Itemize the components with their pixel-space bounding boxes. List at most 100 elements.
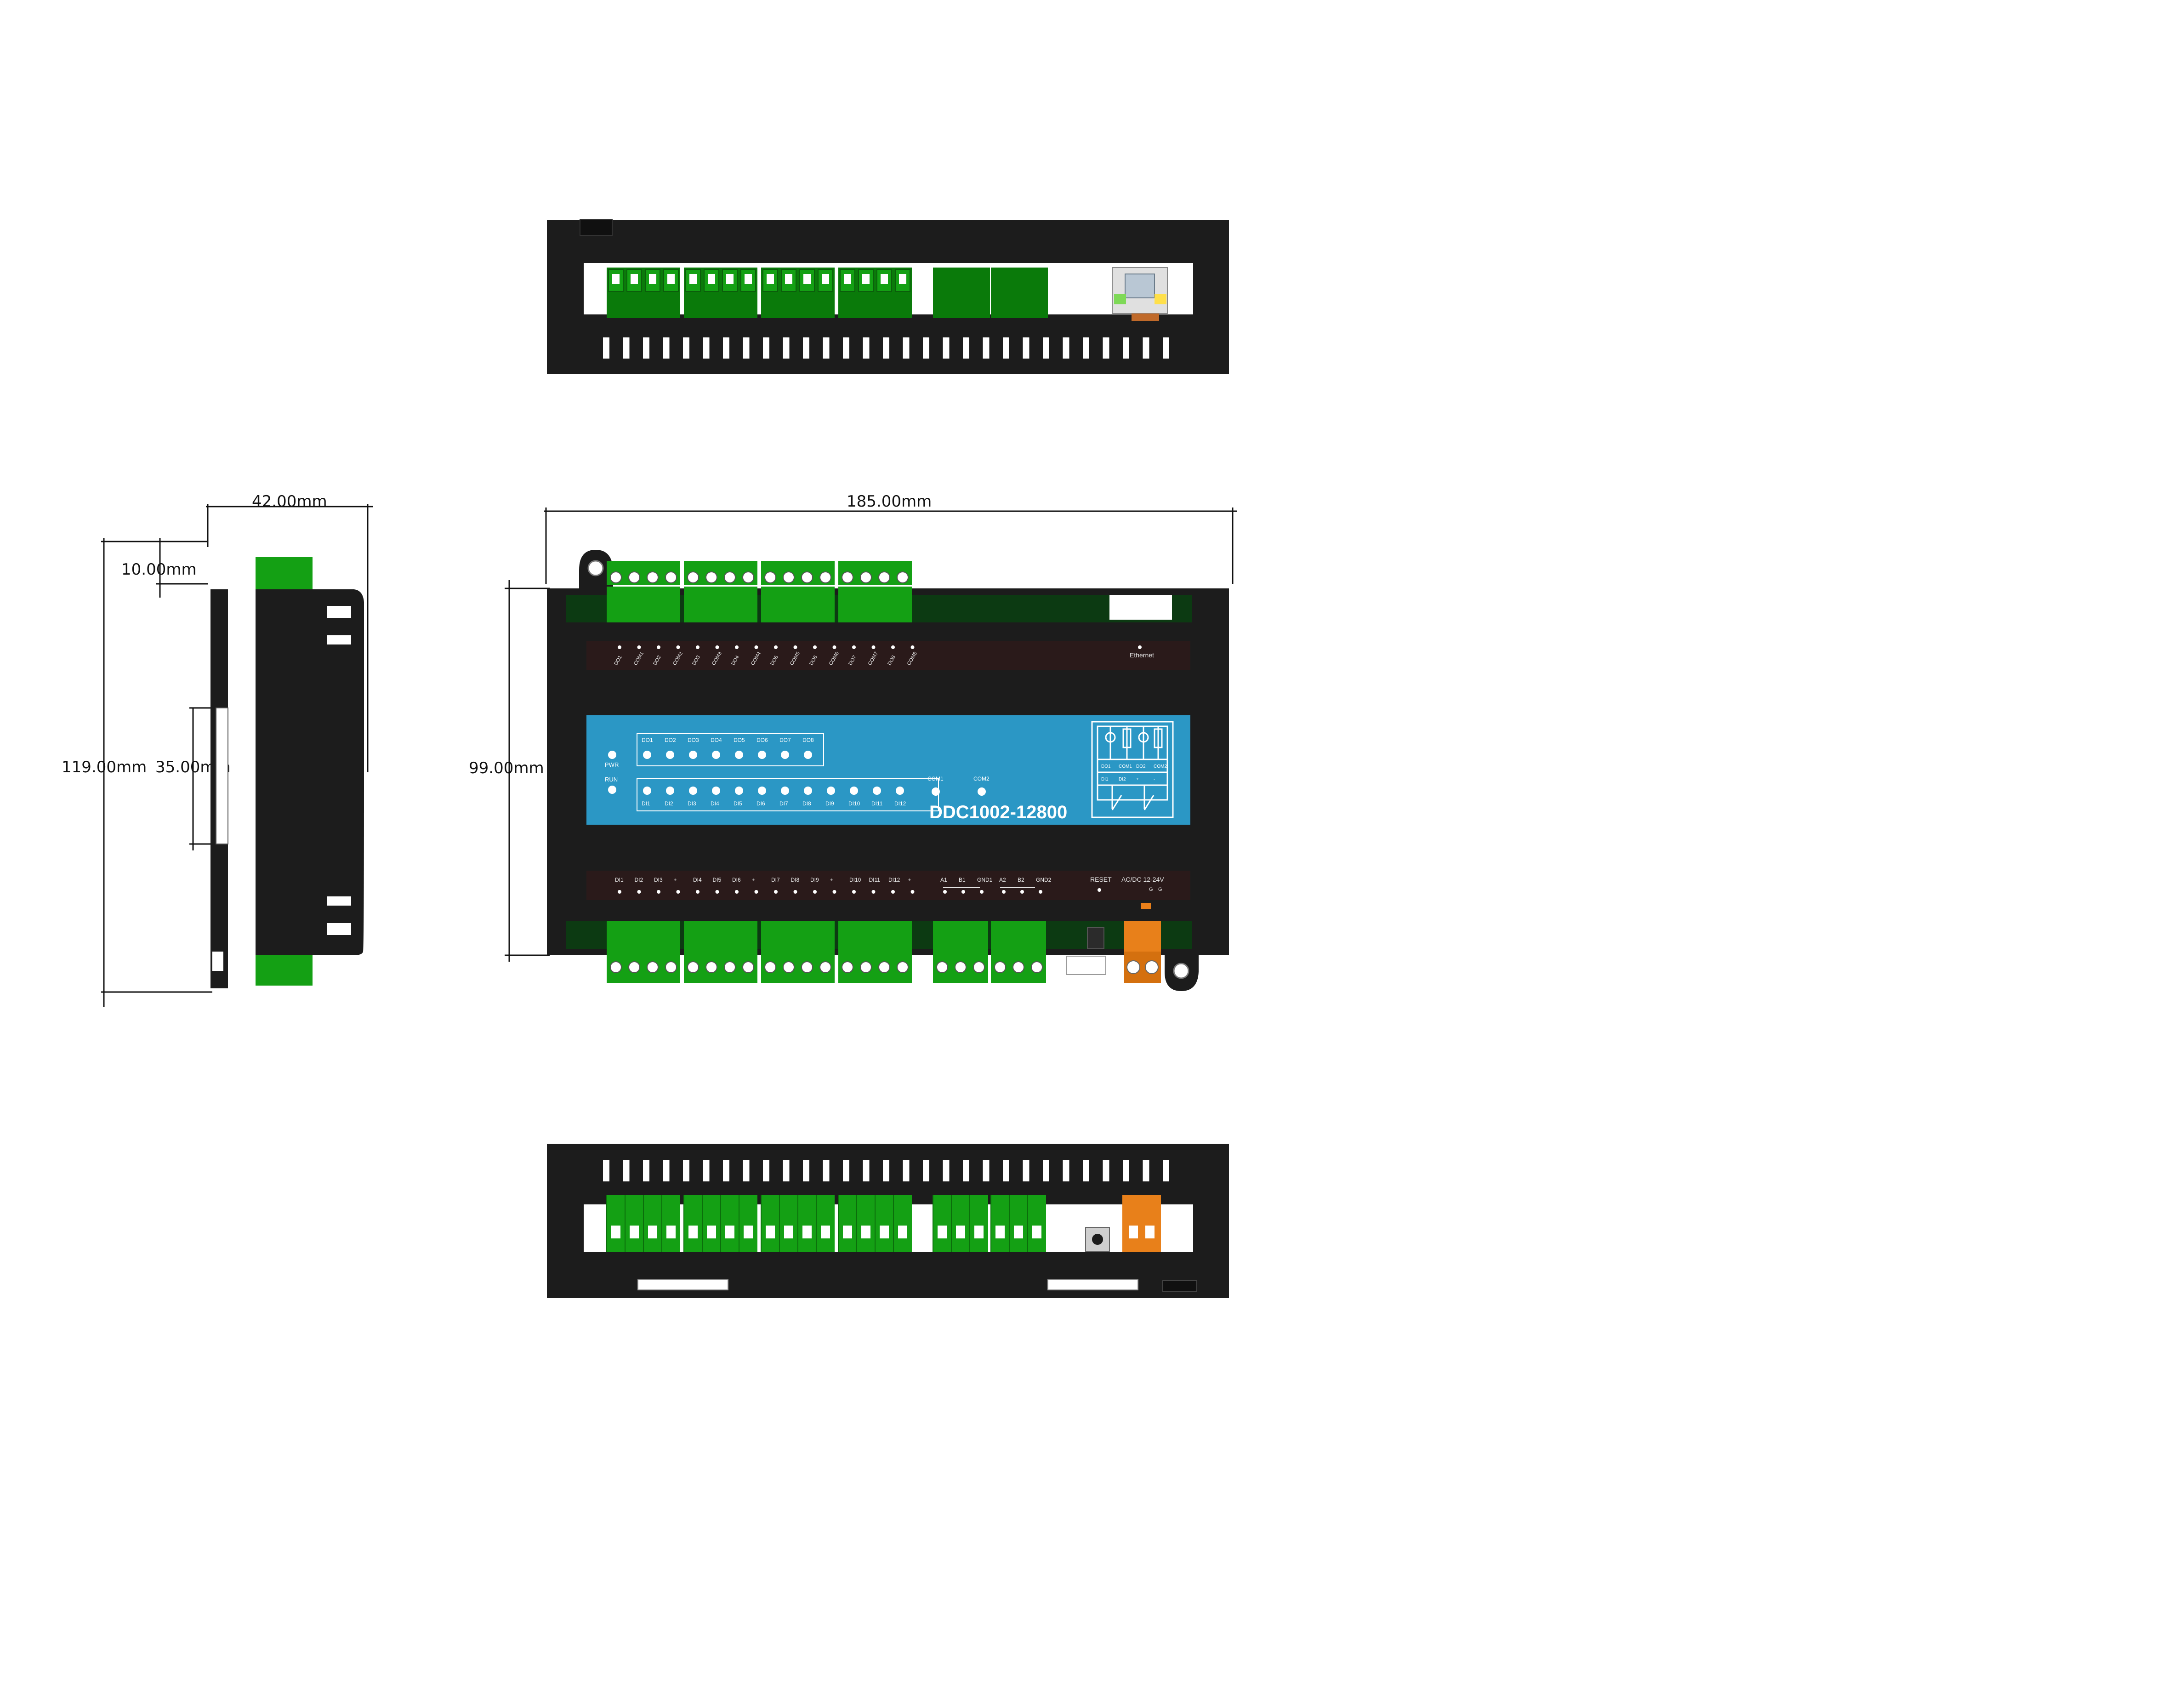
terminal-indicator-dot [696,645,700,649]
bottom-terminal-label: DI2 [635,877,643,883]
terminal-screw[interactable] [665,961,677,973]
terminal-indicator-dot [774,890,778,894]
di-led-label: DI7 [779,800,788,807]
terminal-screw[interactable] [878,571,890,583]
terminal-screw[interactable] [665,571,677,583]
top-view-terminal-socket [689,274,697,284]
terminal-screw[interactable] [819,961,831,973]
vent-slot [1043,1160,1049,1181]
terminal-indicator-dot [943,890,947,894]
lower-bracket-clip [1066,956,1106,975]
bottom-view-reset-button[interactable] [1085,1227,1110,1252]
top-view [547,219,1229,374]
di-led-label: DI5 [734,800,742,807]
vent-slot [943,1160,950,1181]
terminal-screw[interactable] [783,961,795,973]
top-view-terminal-socket [862,274,870,284]
terminal-screw[interactable] [1031,961,1043,973]
terminal-indicator-dot [813,890,817,894]
vent-slot [723,337,729,359]
terminal-screw[interactable] [687,571,699,583]
terminal-screw[interactable] [994,961,1006,973]
top-view-terminal-blocks [607,268,1048,318]
vent-slot [783,1160,790,1181]
vent-slot [923,337,929,359]
vent-slot [983,337,990,359]
terminal-screw[interactable] [819,571,831,583]
terminal-indicator-dot [754,890,758,894]
terminal-screw[interactable] [742,961,754,973]
di-led [896,787,904,795]
di-led-label: DI10 [848,800,860,807]
terminal-screw[interactable] [742,571,754,583]
power-terminal-screw[interactable] [1126,960,1140,974]
terminal-screw[interactable] [647,961,659,973]
terminal-screw[interactable] [610,961,622,973]
vent-slot [883,1160,889,1181]
bottom-terminal-label: DI4 [693,877,702,883]
terminal-screw[interactable] [610,571,622,583]
side-height-dimension: 119.00mm [62,758,147,776]
serial-terminal-label: B2 [1018,877,1024,883]
terminal-screw[interactable] [801,961,813,973]
terminal-screw[interactable] [897,961,909,973]
front-top-terminal-body [607,587,680,622]
vent-slot [1003,1160,1009,1181]
power-terminal-screw[interactable] [1145,960,1159,974]
terminal-screw[interactable] [687,961,699,973]
bottom-view-terminal-block [991,1195,1046,1252]
terminal-screw[interactable] [897,571,909,583]
terminal-screw[interactable] [628,961,640,973]
com-led-label: COM1 [927,776,944,782]
bottom-view-terminal-socket [784,1226,793,1238]
terminal-screw[interactable] [860,571,872,583]
upper-label-strip [586,641,1190,670]
terminal-screw[interactable] [764,571,776,583]
terminal-screw[interactable] [973,961,985,973]
front-top-terminal-body [684,587,757,622]
terminal-screw[interactable] [705,961,717,973]
relay-diagram-label: COM1 [1119,764,1132,769]
di-led [689,787,697,795]
top-view-terminal-socket [822,274,829,284]
bottom-view-terminal-socket [956,1226,965,1238]
serial-terminal-label: A2 [999,877,1006,883]
terminal-screw[interactable] [764,961,776,973]
terminal-screw[interactable] [955,961,967,973]
vent-slot [1143,1160,1149,1181]
terminal-screw[interactable] [878,961,890,973]
terminal-screw[interactable] [705,571,717,583]
front-top-terminal-body [761,587,835,622]
bottom-view-terminal-blocks [606,1195,1046,1252]
terminal-screw[interactable] [860,961,872,973]
terminal-screw[interactable] [801,571,813,583]
terminal-indicator-dot [910,890,915,894]
terminal-screw[interactable] [647,571,659,583]
terminal-indicator-dot [657,645,660,649]
terminal-screw[interactable] [842,571,853,583]
terminal-screw[interactable] [1012,961,1024,973]
bottom-terminal-label: DI1 [615,877,624,883]
terminal-screw[interactable] [724,571,736,583]
terminal-screw[interactable] [724,961,736,973]
terminal-screw[interactable] [936,961,948,973]
terminal-screw[interactable] [783,571,795,583]
terminal-screw[interactable] [628,571,640,583]
di-led-label: DI8 [802,800,811,807]
bottom-view-terminal-socket [648,1226,657,1238]
front-bottom-terminal-body [684,921,757,954]
side-view-slot [327,923,351,935]
vent-slot [1143,337,1149,359]
do-led [689,751,697,759]
top-view-terminal-pin [608,269,624,292]
vent-slot [623,337,630,359]
vent-slot [763,1160,769,1181]
terminal-indicator-dot [637,890,641,894]
reset-button[interactable] [1087,927,1104,949]
rj45-ethernet-port [1112,267,1168,321]
di-led [758,787,766,795]
do-led [643,751,651,759]
terminal-screw[interactable] [842,961,853,973]
power-terminal-block [1124,921,1161,983]
